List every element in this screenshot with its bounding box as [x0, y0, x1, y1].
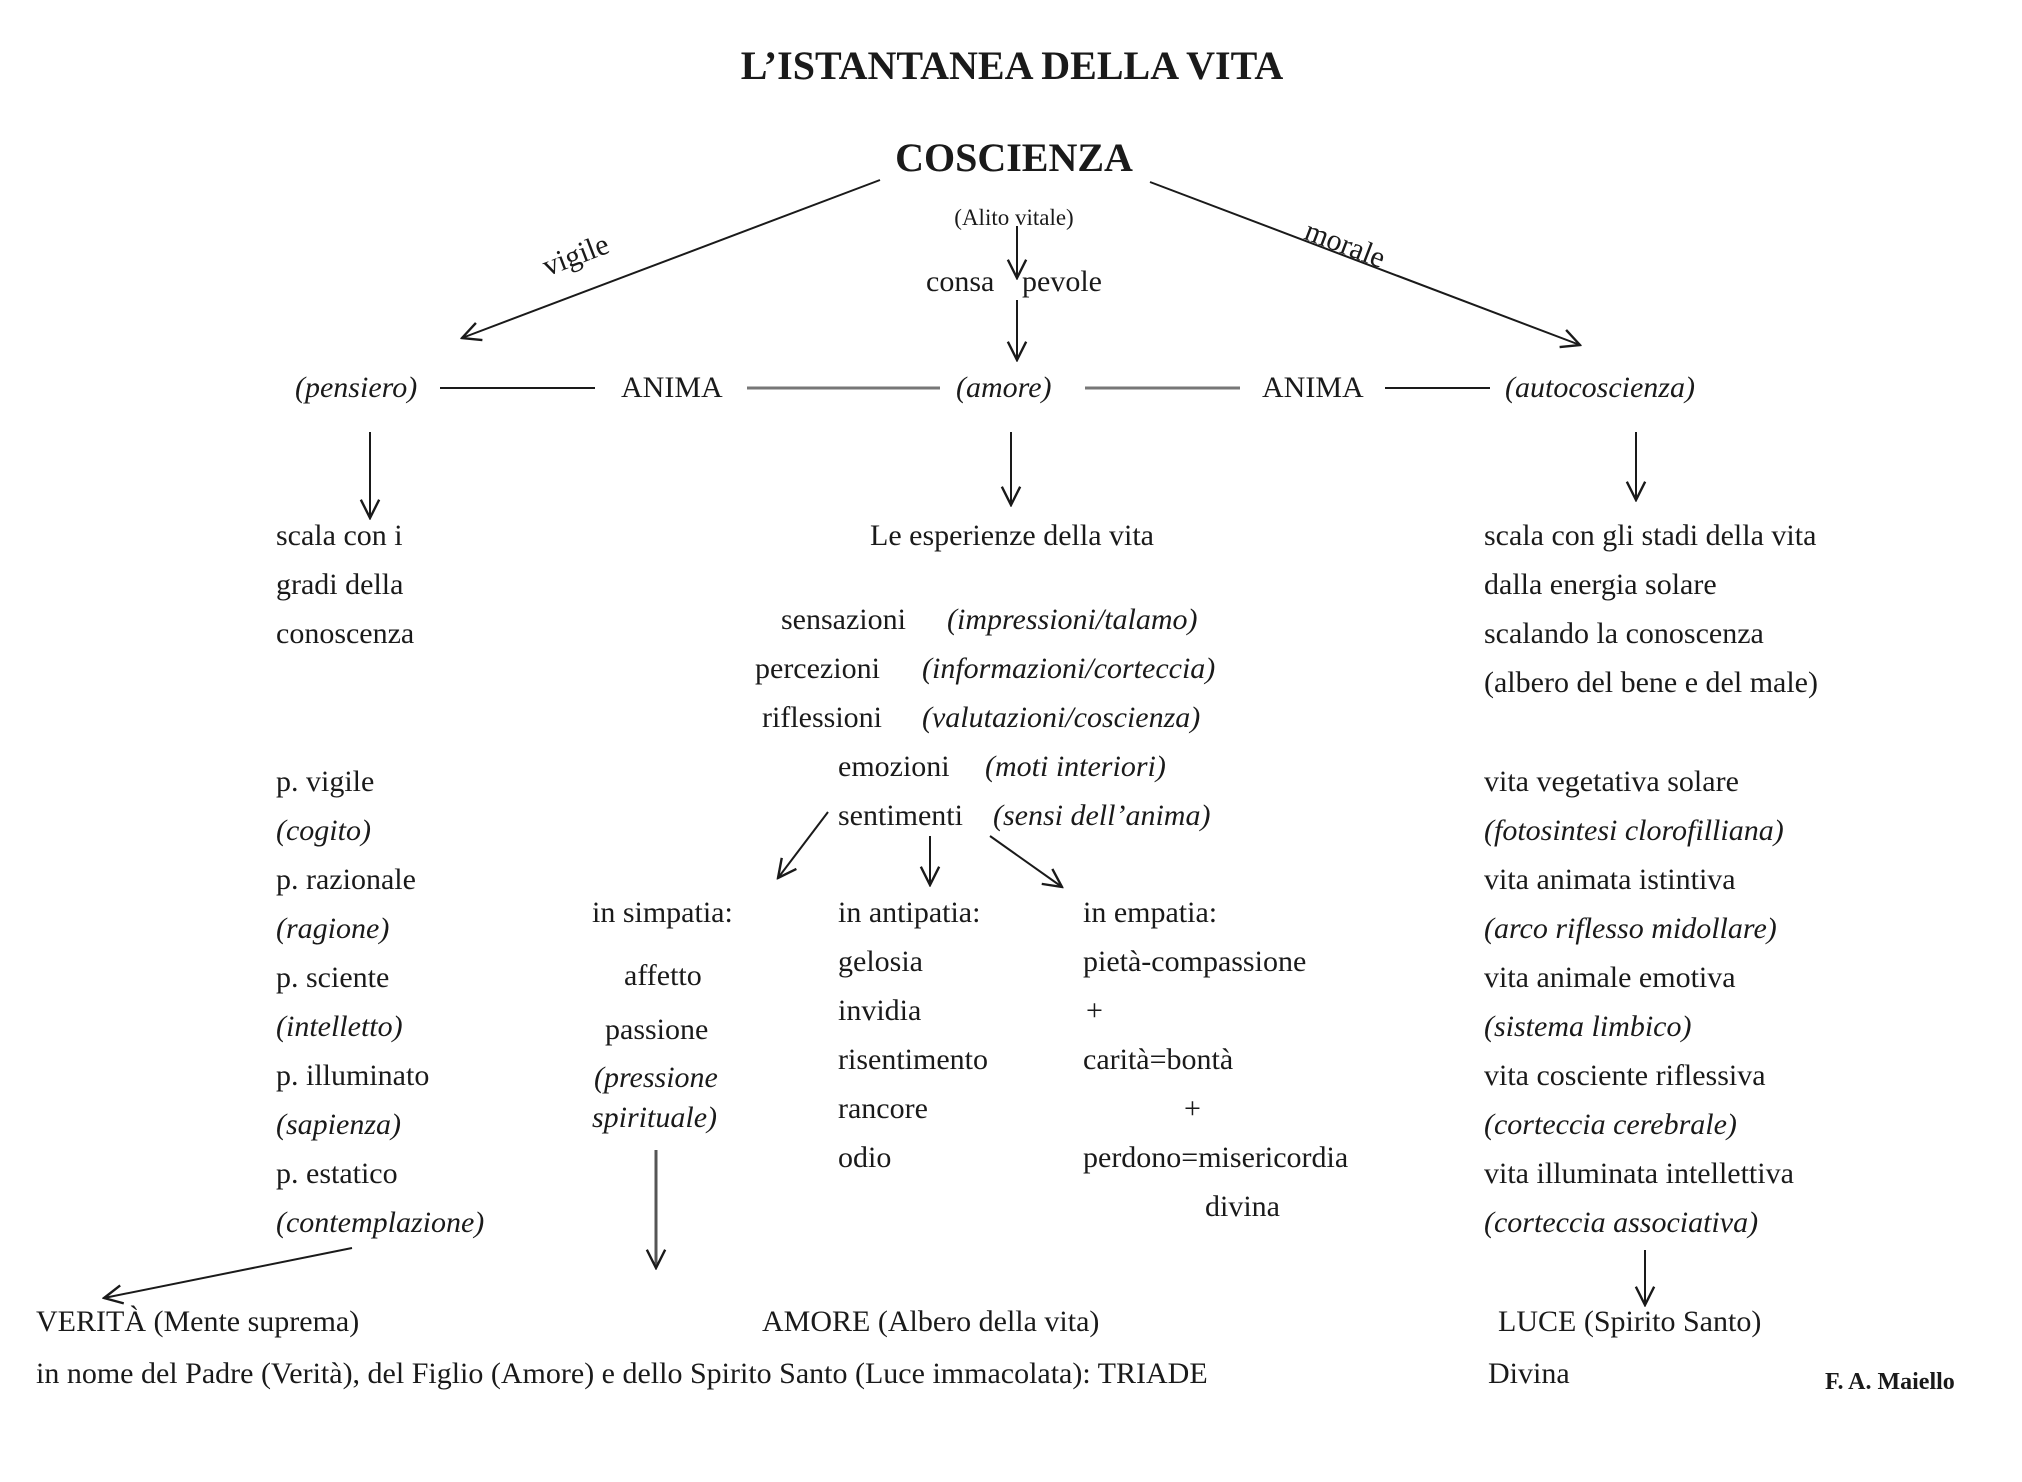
left-item-note: (sapienza): [276, 1108, 401, 1141]
luce-label: LUCE (Spirito Santo): [1498, 1305, 1762, 1338]
left-item-note: (intelletto): [276, 1010, 403, 1043]
center-row-label: sensazioni: [781, 603, 906, 636]
right-item-note: (fotosintesi clorofilliana): [1484, 814, 1784, 847]
simpatia-item: passione: [605, 1013, 709, 1046]
antipatia-item: invidia: [838, 994, 922, 1027]
right-scala-line: (albero del bene e del male): [1484, 666, 1818, 699]
empatia-plus: +: [1184, 1092, 1201, 1125]
right-item-label: vita vegetativa solare: [1484, 765, 1739, 798]
right-scala-line: scalando la conoscenza: [1484, 617, 1764, 650]
left-scala-line: conoscenza: [276, 617, 415, 650]
empatia-item: divina: [1205, 1190, 1280, 1223]
empatia-head: in empatia:: [1083, 896, 1218, 929]
center-row-label: sentimenti: [838, 799, 963, 832]
left-item-label: p. illuminato: [276, 1059, 430, 1092]
autocoscienza-label: (autocoscienza): [1505, 371, 1695, 404]
author-signature: F. A. Maiello: [1825, 1369, 1955, 1395]
verita-label: VERITÀ (Mente suprema): [36, 1305, 360, 1338]
arrow-empatia: [989, 835, 1062, 887]
center-row-label: riflessioni: [762, 701, 882, 734]
center-row-note: (sensi dell’anima): [993, 799, 1211, 832]
esperienze-label: Le esperienze della vita: [869, 519, 1155, 552]
left-item-label: p. estatico: [276, 1157, 398, 1190]
left-scala-line: gradi della: [276, 568, 404, 601]
page-title: L’ISTANTANEA DELLA VITA: [740, 43, 1284, 88]
pensiero-label: (pensiero): [295, 371, 418, 404]
right-scala-line: dalla energia solare: [1484, 568, 1717, 601]
empatia-item: pietà-compassione: [1083, 945, 1307, 978]
right-item-label: vita animale emotiva: [1484, 961, 1736, 994]
empatia-plus: +: [1086, 994, 1103, 1027]
right-item-note: (sistema limbico): [1484, 1010, 1692, 1043]
antipatia-item: rancore: [838, 1092, 928, 1125]
left-item-label: p. razionale: [276, 863, 416, 896]
right-item-note: (corteccia cerebrale): [1484, 1108, 1737, 1141]
arrow-verita: [104, 1247, 353, 1298]
arrow-morale: [1149, 181, 1580, 345]
alito-vitale-label: (Alito vitale): [954, 205, 1074, 230]
amore-label: (amore): [956, 371, 1052, 404]
right-item-label: vita illuminata intellettiva: [1484, 1157, 1794, 1190]
antipatia-item: gelosia: [838, 945, 923, 978]
simpatia-head: in simpatia:: [592, 896, 733, 929]
center-row-label: percezioni: [755, 652, 880, 685]
anima-left-label: ANIMA: [621, 371, 723, 404]
center-row-label: emozioni: [838, 750, 950, 783]
left-item-label: p. sciente: [276, 961, 390, 994]
center-row-note: (moti interiori): [985, 750, 1166, 783]
left-item-label: p. vigile: [276, 765, 375, 798]
right-item-label: vita cosciente riflessiva: [1484, 1059, 1766, 1092]
left-item-note: (ragione): [276, 912, 390, 945]
anima-right-label: ANIMA: [1262, 371, 1364, 404]
simpatia-note: spirituale): [592, 1101, 717, 1134]
left-scala-line: scala con i: [276, 519, 403, 552]
antipatia-item: odio: [838, 1141, 892, 1174]
pevole-label: pevole: [1022, 265, 1102, 298]
divina-label: Divina: [1488, 1357, 1570, 1390]
consa-label: consa: [926, 265, 995, 298]
antipatia-head: in antipatia:: [838, 896, 981, 929]
triade-line: in nome del Padre (Verità), del Figlio (…: [36, 1357, 1208, 1390]
right-item-label: vita animata istintiva: [1484, 863, 1736, 896]
empatia-item: carità=bontà: [1083, 1043, 1234, 1076]
empatia-item: perdono=misericordia: [1083, 1141, 1349, 1174]
right-scala-line: scala con gli stadi della vita: [1484, 519, 1817, 552]
center-row-note: (valutazioni/coscienza): [922, 701, 1201, 734]
arrow-simpatia: [778, 811, 829, 878]
antipatia-item: risentimento: [838, 1043, 988, 1076]
coscienza-label: COSCIENZA: [895, 135, 1133, 180]
amore-albero-label: AMORE (Albero della vita): [762, 1305, 1100, 1338]
center-row-note: (informazioni/corteccia): [922, 652, 1216, 685]
right-item-note: (arco riflesso midollare): [1484, 912, 1777, 945]
left-item-note: (contemplazione): [276, 1206, 485, 1239]
center-row-note: (impressioni/talamo): [947, 603, 1198, 636]
arrow-vigile: [462, 179, 881, 338]
right-item-note: (corteccia associativa): [1484, 1206, 1759, 1239]
simpatia-item: affetto: [624, 959, 702, 992]
left-item-note: (cogito): [276, 814, 371, 847]
simpatia-note: (pressione: [594, 1061, 718, 1094]
